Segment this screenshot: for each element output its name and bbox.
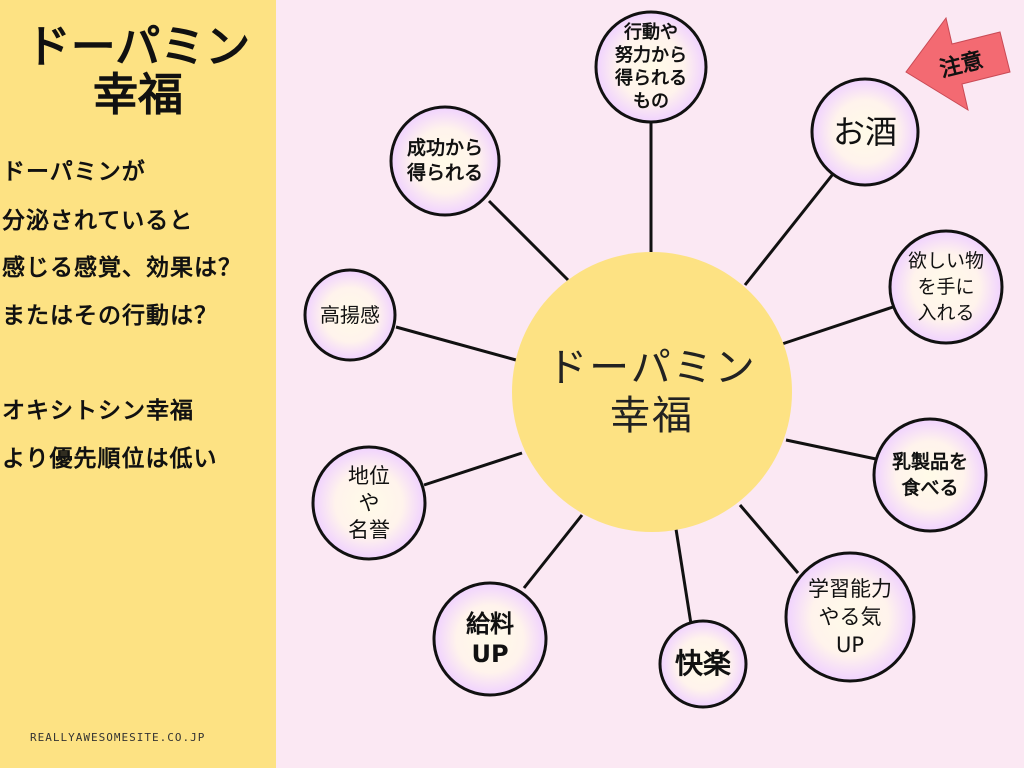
sidebar-title-line1: ドーパミン [25, 20, 251, 73]
node-elation-circle [303, 268, 397, 362]
node-elation: 高揚感 [320, 303, 380, 327]
node-dairy: 乳製品を 食べる [891, 451, 968, 499]
node-circles [303, 10, 1004, 709]
sidebar-text-line: 感じる感覚、効果は？ [2, 255, 242, 281]
connector-line [781, 305, 894, 346]
node-status-honor: 地位 や 名誉 [348, 463, 390, 542]
node-alcohol: お酒 [832, 113, 897, 151]
node-from-success: 成功から 得られる [406, 137, 483, 184]
node-learning-motivation: 学習能力 やる気 UP [808, 577, 892, 657]
connector-line [395, 325, 517, 362]
node-dairy-circle [872, 417, 988, 533]
node-acquire-wanted: 欲しい物 を手に 入れる [907, 250, 984, 324]
connector-line [423, 451, 523, 487]
node-effort-results-circle [594, 10, 708, 124]
sidebar-text-line: オキシトシン幸福 [2, 398, 194, 424]
connector-lines [395, 118, 894, 625]
node-acquire-wanted-circle [888, 229, 1004, 345]
connector-line [674, 528, 693, 625]
sidebar-text-line: ドーパミンが [2, 159, 146, 185]
connector-line [487, 199, 570, 282]
sidebar-text-line: 分泌されていると [2, 208, 194, 234]
node-status-honor-circle [311, 445, 427, 561]
node-salary-up: 給料 UP [466, 610, 514, 668]
center-circle [512, 252, 792, 532]
connector-line [785, 438, 877, 461]
footer-site-url: REALLYAWESOMESITE.CO.JP [30, 731, 206, 744]
sidebar-title-line2: 幸福 [92, 68, 183, 121]
node-pleasure-circle [658, 619, 748, 709]
node-alcohol-circle [810, 77, 920, 187]
connector-line [743, 173, 835, 286]
node-learning-motivation-circle [784, 551, 916, 683]
connector-line [522, 514, 584, 589]
sidebar-panel: ドーパミン 幸福 ドーパミンが 分泌されていると 感じる感覚、効果は？ またはそ… [0, 0, 276, 768]
sidebar-text-line: またはその行動は？ [2, 303, 218, 329]
node-effort-results: 行動や 努力から 得られる もの [615, 22, 687, 112]
node-salary-up-circle [432, 581, 548, 697]
node-pleasure: 快楽 [674, 647, 731, 680]
connector-line [738, 504, 800, 574]
center-label: ドーパミン 幸福 [547, 345, 757, 439]
sidebar-text-line: より優先順位は低い [2, 446, 218, 472]
caution-arrow-icon [905, 16, 1011, 112]
node-from-success-circle [389, 105, 501, 217]
